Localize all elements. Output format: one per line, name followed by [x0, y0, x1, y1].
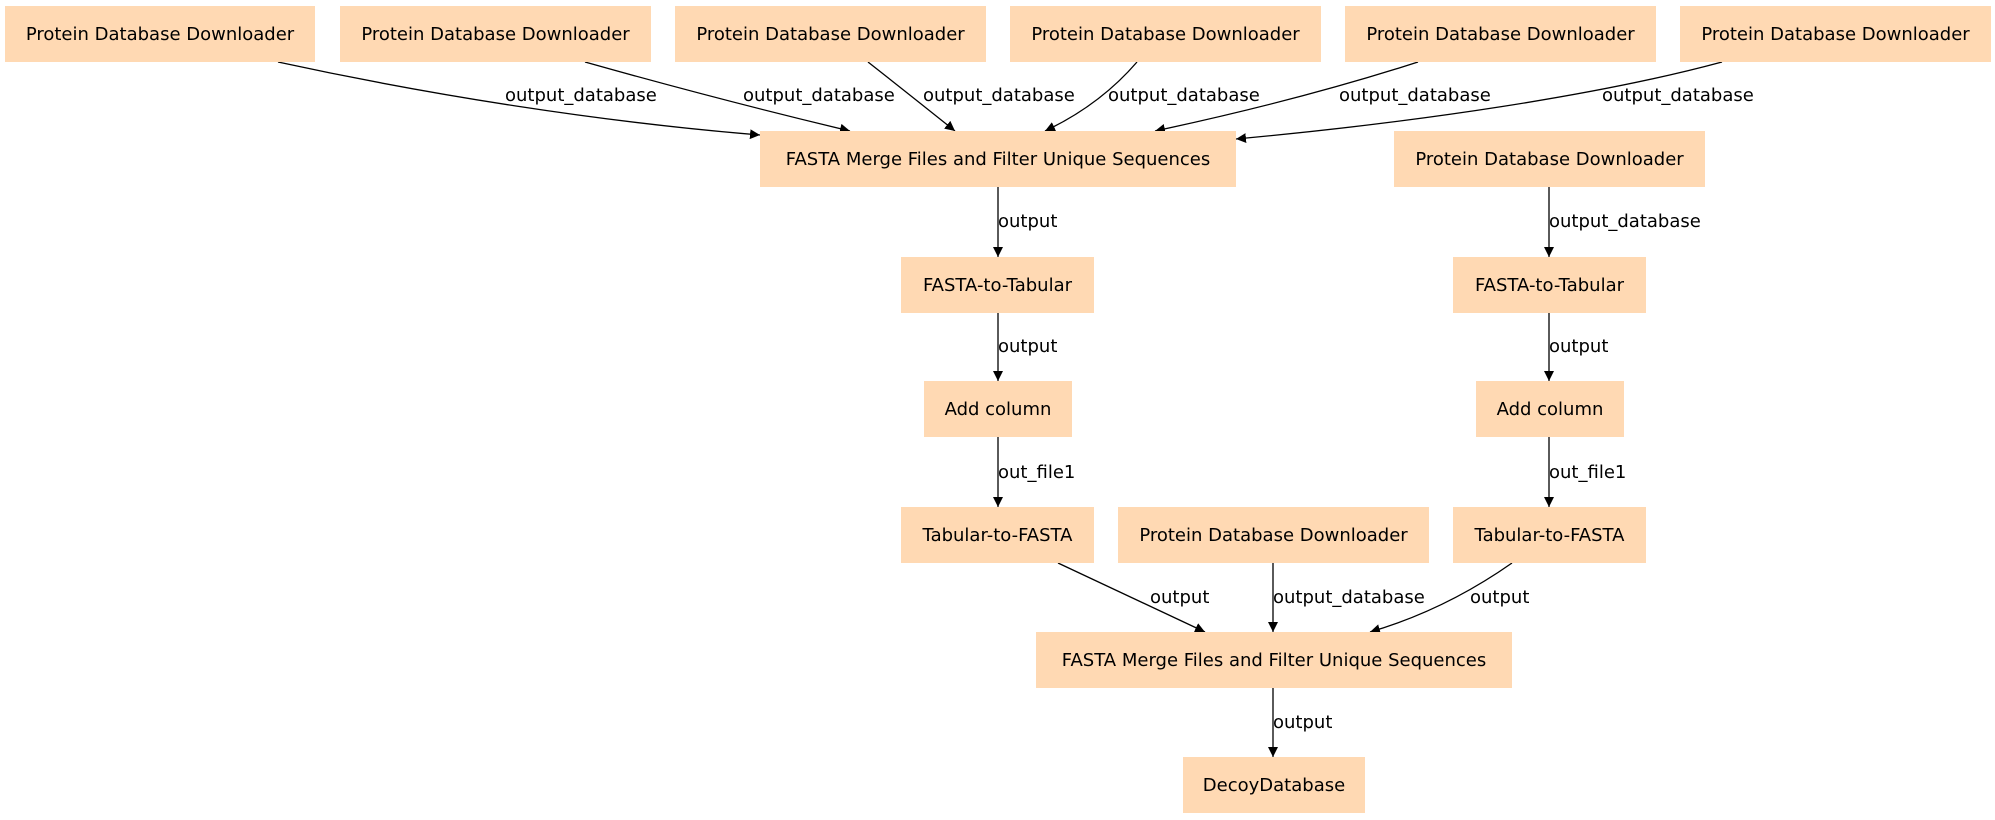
node-pdd2[interactable]: Protein Database Downloader [340, 6, 651, 62]
node-label: Protein Database Downloader [1031, 24, 1300, 45]
node-label: Add column [945, 399, 1052, 420]
edge-label: output_database [1273, 587, 1425, 608]
edge-pdd5-to-merge1: output_database [1154, 61, 1491, 134]
node-box[interactable] [1394, 131, 1705, 187]
node-addcol_right[interactable]: Add column [1476, 381, 1624, 437]
node-label: Protein Database Downloader [1366, 24, 1635, 45]
edge-label: output [1549, 336, 1608, 357]
edge-label: output_database [743, 85, 895, 106]
node-box[interactable] [901, 507, 1094, 563]
node-label: FASTA Merge Files and Filter Unique Sequ… [786, 149, 1210, 170]
node-box[interactable] [901, 257, 1094, 313]
node-f2t_right[interactable]: FASTA-to-Tabular [1453, 257, 1646, 313]
edge-arrow [867, 61, 956, 132]
node-label: Protein Database Downloader [361, 24, 630, 45]
edge-addcol_left-to-t2f_left: out_file1 [993, 437, 1075, 507]
edge-f2t_left-to-addcol_left: output [993, 313, 1057, 381]
edge-arrow [1369, 562, 1513, 634]
edge-label: output [1150, 587, 1209, 608]
node-pdd6[interactable]: Protein Database Downloader [1680, 6, 1991, 62]
node-pdd5[interactable]: Protein Database Downloader [1345, 6, 1656, 62]
node-label: FASTA-to-Tabular [923, 275, 1073, 296]
edge-label: output [1273, 712, 1332, 733]
node-pdd4[interactable]: Protein Database Downloader [1010, 6, 1321, 62]
edge-pdd4-to-merge1: output_database [1044, 61, 1260, 132]
edge-label: output_database [505, 85, 657, 106]
edge-label: out_file1 [1549, 462, 1626, 483]
edge-pdd6-to-merge1: output_database [1235, 61, 1754, 144]
node-box[interactable] [340, 6, 651, 62]
edge-label: out_file1 [998, 462, 1075, 483]
node-f2t_left[interactable]: FASTA-to-Tabular [901, 257, 1094, 313]
node-label: Protein Database Downloader [1415, 149, 1684, 170]
edge-merge2-to-decoy: output [1268, 688, 1332, 757]
edge-pdd3-to-merge1: output_database [867, 61, 1075, 132]
node-box[interactable] [5, 6, 315, 62]
node-pdd7[interactable]: Protein Database Downloader [1394, 131, 1705, 187]
edge-arrow [1235, 61, 1723, 144]
node-box[interactable] [1476, 381, 1624, 437]
edge-label: output_database [1602, 85, 1754, 106]
edge-label: output [998, 336, 1057, 357]
node-label: DecoyDatabase [1203, 775, 1345, 796]
node-box[interactable] [1453, 507, 1646, 563]
node-merge2[interactable]: FASTA Merge Files and Filter Unique Sequ… [1036, 632, 1512, 688]
node-label: Protein Database Downloader [1701, 24, 1970, 45]
node-box[interactable] [1036, 632, 1512, 688]
node-pdd8[interactable]: Protein Database Downloader [1118, 507, 1429, 563]
node-box[interactable] [1010, 6, 1321, 62]
node-decoy[interactable]: DecoyDatabase [1183, 757, 1365, 813]
edge-arrow [277, 61, 761, 140]
node-box[interactable] [1680, 6, 1991, 62]
node-box[interactable] [924, 381, 1072, 437]
edge-label: output_database [1339, 85, 1491, 106]
edge-arrow [584, 61, 851, 134]
edge-arrow [1044, 61, 1138, 132]
edge-pdd8-to-merge2: output_database [1268, 563, 1425, 632]
node-label: FASTA Merge Files and Filter Unique Sequ… [1062, 650, 1486, 671]
edge-arrow [1154, 61, 1419, 134]
node-t2f_right[interactable]: Tabular-to-FASTA [1453, 507, 1646, 563]
node-label: Tabular-to-FASTA [922, 525, 1074, 546]
node-box[interactable] [675, 6, 986, 62]
node-box[interactable] [1453, 257, 1646, 313]
edge-pdd2-to-merge1: output_database [584, 61, 895, 134]
node-box[interactable] [1345, 6, 1656, 62]
edge-pdd7-to-f2t_right: output_database [1544, 187, 1701, 257]
edge-label: output [998, 211, 1057, 232]
edge-merge1-to-f2t_left: output [993, 187, 1057, 257]
edge-t2f_right-to-merge2: output [1369, 562, 1529, 634]
node-t2f_left[interactable]: Tabular-to-FASTA [901, 507, 1094, 563]
node-pdd3[interactable]: Protein Database Downloader [675, 6, 986, 62]
node-label: FASTA-to-Tabular [1475, 275, 1625, 296]
edge-label: output_database [923, 85, 1075, 106]
node-label: Add column [1497, 399, 1604, 420]
node-label: Protein Database Downloader [696, 24, 965, 45]
node-box[interactable] [760, 131, 1236, 187]
node-merge1[interactable]: FASTA Merge Files and Filter Unique Sequ… [760, 131, 1236, 187]
node-addcol_left[interactable]: Add column [924, 381, 1072, 437]
edge-t2f_left-to-merge2: output [1057, 562, 1209, 633]
edge-label: output_database [1549, 211, 1701, 232]
edge-label: output_database [1108, 85, 1260, 106]
edge-arrow [1057, 562, 1206, 633]
node-label: Protein Database Downloader [26, 24, 295, 45]
node-label: Protein Database Downloader [1139, 525, 1408, 546]
edges-layer: output_database output_database output_dat… [277, 61, 1754, 757]
node-box[interactable] [1118, 507, 1429, 563]
edge-pdd1-to-merge1: output_database [277, 61, 761, 140]
node-pdd1[interactable]: Protein Database Downloader [5, 6, 315, 62]
edge-label: output [1470, 587, 1529, 608]
node-box[interactable] [1183, 757, 1365, 813]
node-label: Tabular-to-FASTA [1474, 525, 1626, 546]
edge-addcol_right-to-t2f_right: out_file1 [1544, 437, 1626, 507]
edge-f2t_right-to-addcol_right: output [1544, 313, 1608, 381]
